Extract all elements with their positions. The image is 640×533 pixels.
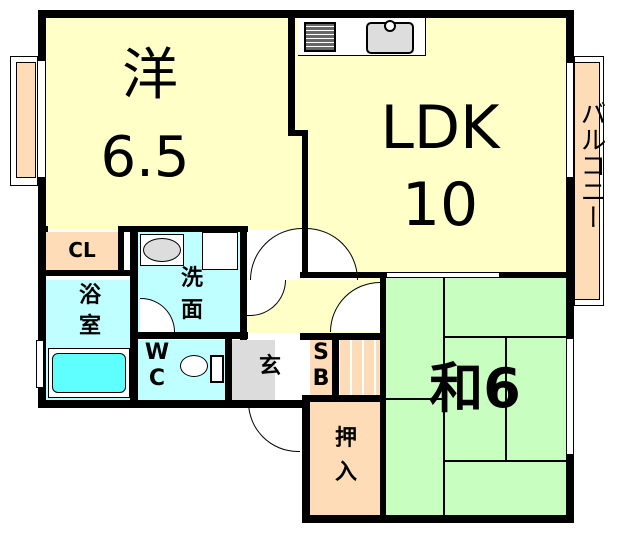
- washroom-label-1: 洗: [180, 266, 203, 291]
- balcony-label: バルコニー: [576, 100, 606, 230]
- wall: [38, 226, 48, 232]
- window: [566, 338, 574, 455]
- wall: [332, 338, 339, 402]
- washroom-label-2: 面: [180, 298, 203, 323]
- wall: [500, 272, 570, 278]
- wall: [118, 226, 124, 274]
- stove-icon: [304, 22, 336, 52]
- bathroom-label-1: 浴: [78, 283, 101, 308]
- wall: [38, 178, 46, 408]
- shoebox-label-1: S: [313, 340, 329, 365]
- wall: [240, 226, 247, 340]
- closet-label: CL: [68, 238, 96, 262]
- wall: [38, 270, 133, 276]
- wall: [300, 272, 386, 278]
- tatami-line: [385, 398, 443, 400]
- ldk-room: [300, 18, 568, 274]
- ldk-label: LDK: [380, 93, 500, 163]
- faucet-icon: [384, 20, 396, 32]
- sliding-door[interactable]: [386, 272, 500, 278]
- left-balcony-fill: [16, 62, 36, 178]
- ldk-size: 10: [401, 170, 479, 240]
- front-door-swing[interactable]: [248, 402, 300, 452]
- toilet-label-1: W: [144, 340, 170, 365]
- washer-icon: [202, 232, 238, 270]
- wall: [302, 130, 308, 275]
- western-room-kanji: 洋: [122, 43, 178, 108]
- toilet-label-2: C: [148, 366, 166, 391]
- wall: [225, 335, 232, 405]
- right-balcony-fill: [574, 62, 600, 300]
- wall: [38, 10, 46, 60]
- washbasin-bowl: [143, 238, 181, 262]
- window: [566, 62, 574, 178]
- wall: [302, 395, 310, 523]
- wall: [300, 333, 386, 340]
- door-swing[interactable]: [250, 228, 302, 280]
- tatami-line: [443, 460, 568, 462]
- entrance-label: 玄: [258, 354, 281, 379]
- wall: [290, 10, 574, 18]
- toilet-bowl-icon: [180, 355, 208, 377]
- wall: [118, 226, 248, 232]
- wall: [38, 10, 300, 18]
- oshiire: [310, 402, 380, 515]
- closet: [46, 232, 118, 270]
- wall: [302, 395, 386, 402]
- tatami-line: [443, 278, 445, 515]
- wall: [288, 10, 295, 136]
- bathroom-label-2: 室: [78, 314, 101, 339]
- wall: [288, 130, 308, 136]
- toilet-tank-icon: [210, 355, 224, 383]
- wall: [38, 400, 308, 408]
- wall: [138, 332, 248, 339]
- tatami-line: [505, 336, 507, 460]
- shoebox: [310, 340, 332, 395]
- western-room: [46, 18, 300, 230]
- entrance-step: [275, 340, 308, 400]
- wall: [130, 226, 138, 406]
- oshiire-label-2: 入: [334, 460, 357, 485]
- bathtub-basin: [52, 353, 126, 393]
- wall: [566, 10, 574, 62]
- western-room-size: 6.5: [100, 125, 190, 190]
- wall: [302, 515, 574, 523]
- shoebox-label-2: B: [312, 366, 330, 391]
- wall: [566, 178, 574, 338]
- window: [36, 340, 44, 388]
- japanese-room-label: 和6: [429, 357, 521, 420]
- stair-area: [340, 340, 385, 395]
- japanese-room: [385, 278, 568, 515]
- wall: [566, 455, 574, 523]
- oshiire-label-1: 押: [334, 426, 357, 451]
